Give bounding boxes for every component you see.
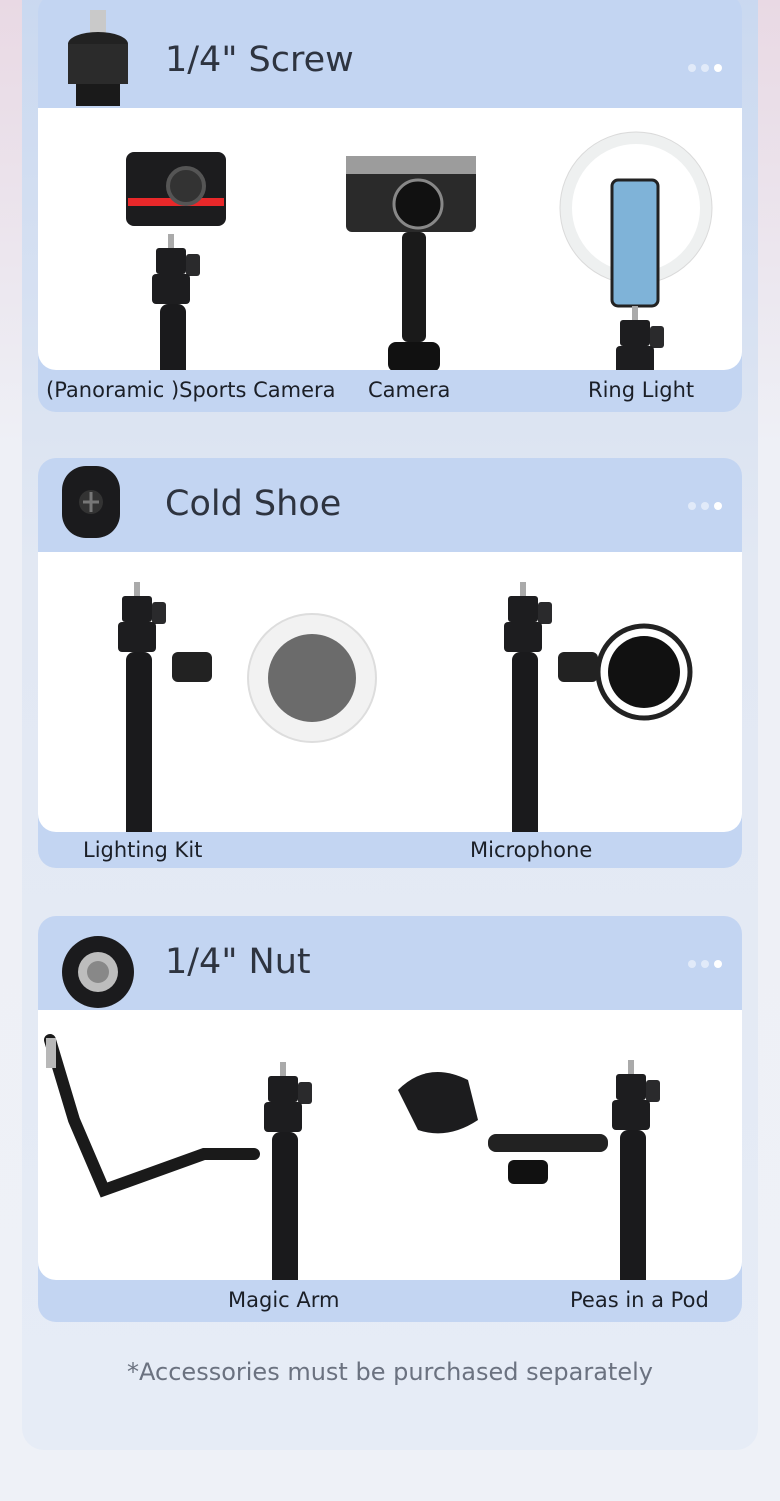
item-label: (Panoramic )Sports Camera	[46, 378, 336, 402]
section-cold-shoe: Cold Shoe Lighting Kit Microphone	[38, 458, 742, 868]
section-title: 1/4" Nut	[165, 942, 311, 982]
item-label: Ring Light	[588, 378, 695, 402]
ring-light-image	[559, 131, 713, 370]
pagination-dots	[688, 502, 722, 510]
peas-in-a-pod-image	[398, 1060, 660, 1280]
item-label: Peas in a Pod	[570, 1288, 709, 1312]
pagination-dots	[688, 64, 722, 72]
magic-arm-image	[44, 1034, 312, 1280]
section-nut: 1/4" Nut Magic Arm Peas in a Pod	[38, 916, 742, 1322]
item-label: Lighting Kit	[83, 838, 203, 862]
nut-icon	[62, 936, 134, 1008]
item-label: Camera	[368, 378, 451, 402]
screw-icon	[68, 10, 128, 106]
cold-shoe-icon	[62, 466, 120, 538]
item-label: Microphone	[470, 838, 593, 862]
section-title: Cold Shoe	[165, 484, 342, 524]
sports-camera-image	[126, 152, 226, 370]
camera-image	[346, 156, 476, 370]
footnote: *Accessories must be purchased separatel…	[127, 1358, 653, 1386]
lighting-kit-image	[118, 582, 377, 832]
section-title: 1/4" Screw	[165, 40, 354, 80]
section-screw: 1/4" Screw (Panoramic )Sports Camera Cam…	[38, 0, 742, 412]
pagination-dots	[688, 960, 722, 968]
item-label: Magic Arm	[228, 1288, 340, 1312]
microphone-image	[504, 582, 693, 832]
